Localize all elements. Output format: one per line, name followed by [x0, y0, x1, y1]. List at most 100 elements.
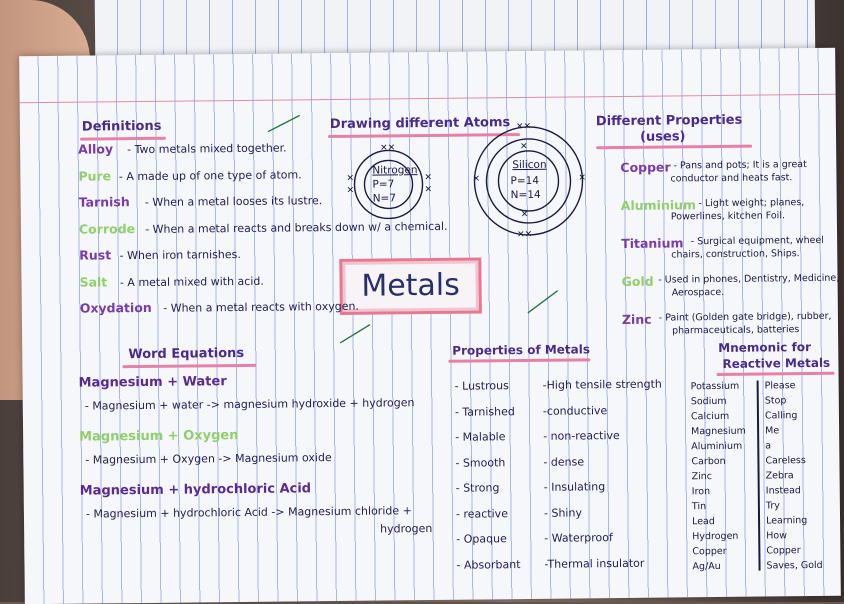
svg-text:✕: ✕ [521, 210, 529, 220]
mnemonic-word: Zebra [765, 470, 794, 482]
mnemonic-word: a [765, 440, 772, 452]
mnemonic-metal: Carbon [691, 455, 726, 468]
definition-term: Tarnish [78, 194, 130, 210]
equation-title: Magnesium + hydrochloric Acid [79, 481, 312, 499]
definition-text: - When a metal reacts with oxygen. [163, 299, 359, 315]
metal-use-cont: Powerlines, kitchen Foil. [670, 210, 786, 223]
mnemonic-word: Me [765, 425, 780, 437]
mnemonic-metal: Aluminium [691, 440, 743, 453]
silicon-protons: P=14 [510, 174, 540, 188]
property-left: - Lustrous [454, 379, 509, 393]
metal-name: Gold [621, 273, 654, 289]
metal-use-cont: conductor and heats fast. [670, 172, 793, 185]
mnemonic-metal: Copper [692, 545, 727, 558]
uses-heading: Different Properties [595, 112, 743, 130]
metal-use: - Surgical equipment, wheel [690, 234, 824, 248]
definition-text: - A made up of one type of atom. [118, 167, 302, 183]
svg-text:✕: ✕ [425, 185, 433, 195]
svg-text:✕✕: ✕✕ [380, 143, 395, 153]
metal-use: - Light weight; planes, [698, 197, 805, 210]
mnemonic-metal: Potassium [690, 380, 740, 393]
metal-use-cont: chairs, construction, Ships. [671, 248, 800, 261]
mnemonic-metal: Lead [692, 516, 715, 528]
mnemonic-metal: Iron [691, 486, 711, 498]
property-left: - Smooth [455, 455, 506, 470]
silicon-label: Silicon [512, 158, 547, 172]
mnemonic-word: Calling [764, 410, 798, 422]
mnemonic-metal: Ag/Au [692, 560, 721, 573]
mnemonic-metal: Hydrogen [692, 530, 739, 543]
pen-mark [339, 324, 371, 344]
mnemonic-heading: Mnemonic for [718, 340, 812, 355]
equation-text: - Magnesium + Oxygen -> Magnesium oxide [85, 451, 332, 467]
metal-use: - Pans and pots; It is a great [673, 159, 807, 172]
mnemonic-word: How [766, 530, 788, 542]
property-right: - dense [543, 454, 585, 469]
svg-text:✕: ✕ [472, 174, 480, 184]
svg-text:✕✕: ✕✕ [516, 122, 531, 132]
mnemonic-word: Careless [765, 455, 806, 467]
property-left: - Strong [455, 481, 500, 495]
mnemonic-word: Stop [764, 395, 787, 407]
definition-text: - A metal mixed with acid. [119, 274, 264, 289]
property-left: - Malable [455, 430, 506, 444]
mnemonic-metal: Zinc [691, 471, 713, 483]
definition-text: - When iron tarnishes. [119, 247, 241, 263]
notebook-page: Definitions Drawing different Atoms ✕✕✕✕… [19, 47, 841, 604]
property-left: - Opaque [456, 532, 507, 546]
property-right: - Waterproof [544, 531, 613, 545]
silicon-middle-shell [485, 138, 572, 224]
property-left: - Absorbant [456, 557, 521, 572]
property-right: - non-reactive [543, 429, 620, 443]
svg-text:✕✕: ✕✕ [517, 230, 532, 240]
silicon-outer-shell [473, 126, 584, 236]
property-right: -Thermal insulator [544, 556, 645, 571]
definition-term: Rust [79, 247, 112, 263]
metal-use-cont: Aerospace. [671, 286, 725, 299]
pen-mark [267, 114, 301, 133]
svg-text:✕: ✕ [346, 174, 354, 184]
title-box: Metals [339, 257, 482, 315]
property-left: - reactive [455, 506, 508, 521]
definition-term: Salt [79, 273, 108, 290]
mnemonic-heading-2: Reactive Metals [722, 355, 831, 371]
properties-heading: Properties of Metals [452, 342, 591, 358]
mnemonic-metal: Tin [691, 501, 707, 513]
metal-use-cont: pharmaceuticals, batteries [672, 324, 800, 337]
mnemonic-word: Saves, Gold [766, 559, 823, 572]
mnemonic-word: Copper [766, 545, 801, 557]
metal-name: Zinc [621, 311, 652, 327]
silicon-inner-shell [497, 150, 560, 212]
page-title: Metals [361, 267, 460, 304]
nitrogen-neutrons: N=7 [372, 192, 397, 205]
nitrogen-label: Nitrogen [372, 164, 418, 177]
definition-term: Oxydation [79, 299, 152, 316]
property-left: - Tarnished [454, 404, 515, 419]
definition-term: Alloy [78, 141, 114, 157]
property-right: -conductive [542, 403, 608, 418]
pen-mark [527, 290, 559, 314]
silicon-neutrons: N=14 [510, 188, 541, 202]
word-equations-heading: Word Equations [128, 345, 245, 363]
nitrogen-inner-shell [363, 159, 414, 210]
equation-title: Magnesium + Water [78, 374, 227, 391]
definition-text: - When a metal looses its lustre. [144, 194, 323, 209]
equation-title: Magnesium + Oxygen [79, 428, 239, 445]
atom-diagrams: ✕✕✕✕ ✕✕ ✕✕✕✕ ✕✕ ✕✕ [267, 114, 586, 344]
property-right: - Shiny [543, 505, 582, 520]
svg-text:✕: ✕ [424, 173, 432, 183]
mnemonic-metal: Calcium [690, 410, 730, 423]
mnemonic-word: Try [765, 500, 780, 512]
definition-term: Pure [78, 167, 112, 184]
property-right: - Insulating [543, 480, 606, 494]
nitrogen-protons: P=7 [372, 178, 395, 191]
mnemonic-word: Learning [766, 515, 808, 527]
svg-text:✕: ✕ [520, 142, 528, 152]
equation-text-cont: hydrogen [380, 521, 433, 536]
mnemonic-metal: Magnesium [691, 425, 746, 438]
mnemonic-word: Instead [765, 485, 802, 497]
uses-subheading: (uses) [639, 129, 686, 145]
nitrogen-outer-shell [353, 149, 424, 220]
definition-term: Corrode [78, 220, 136, 237]
property-right: -High tensile strength [542, 377, 662, 392]
